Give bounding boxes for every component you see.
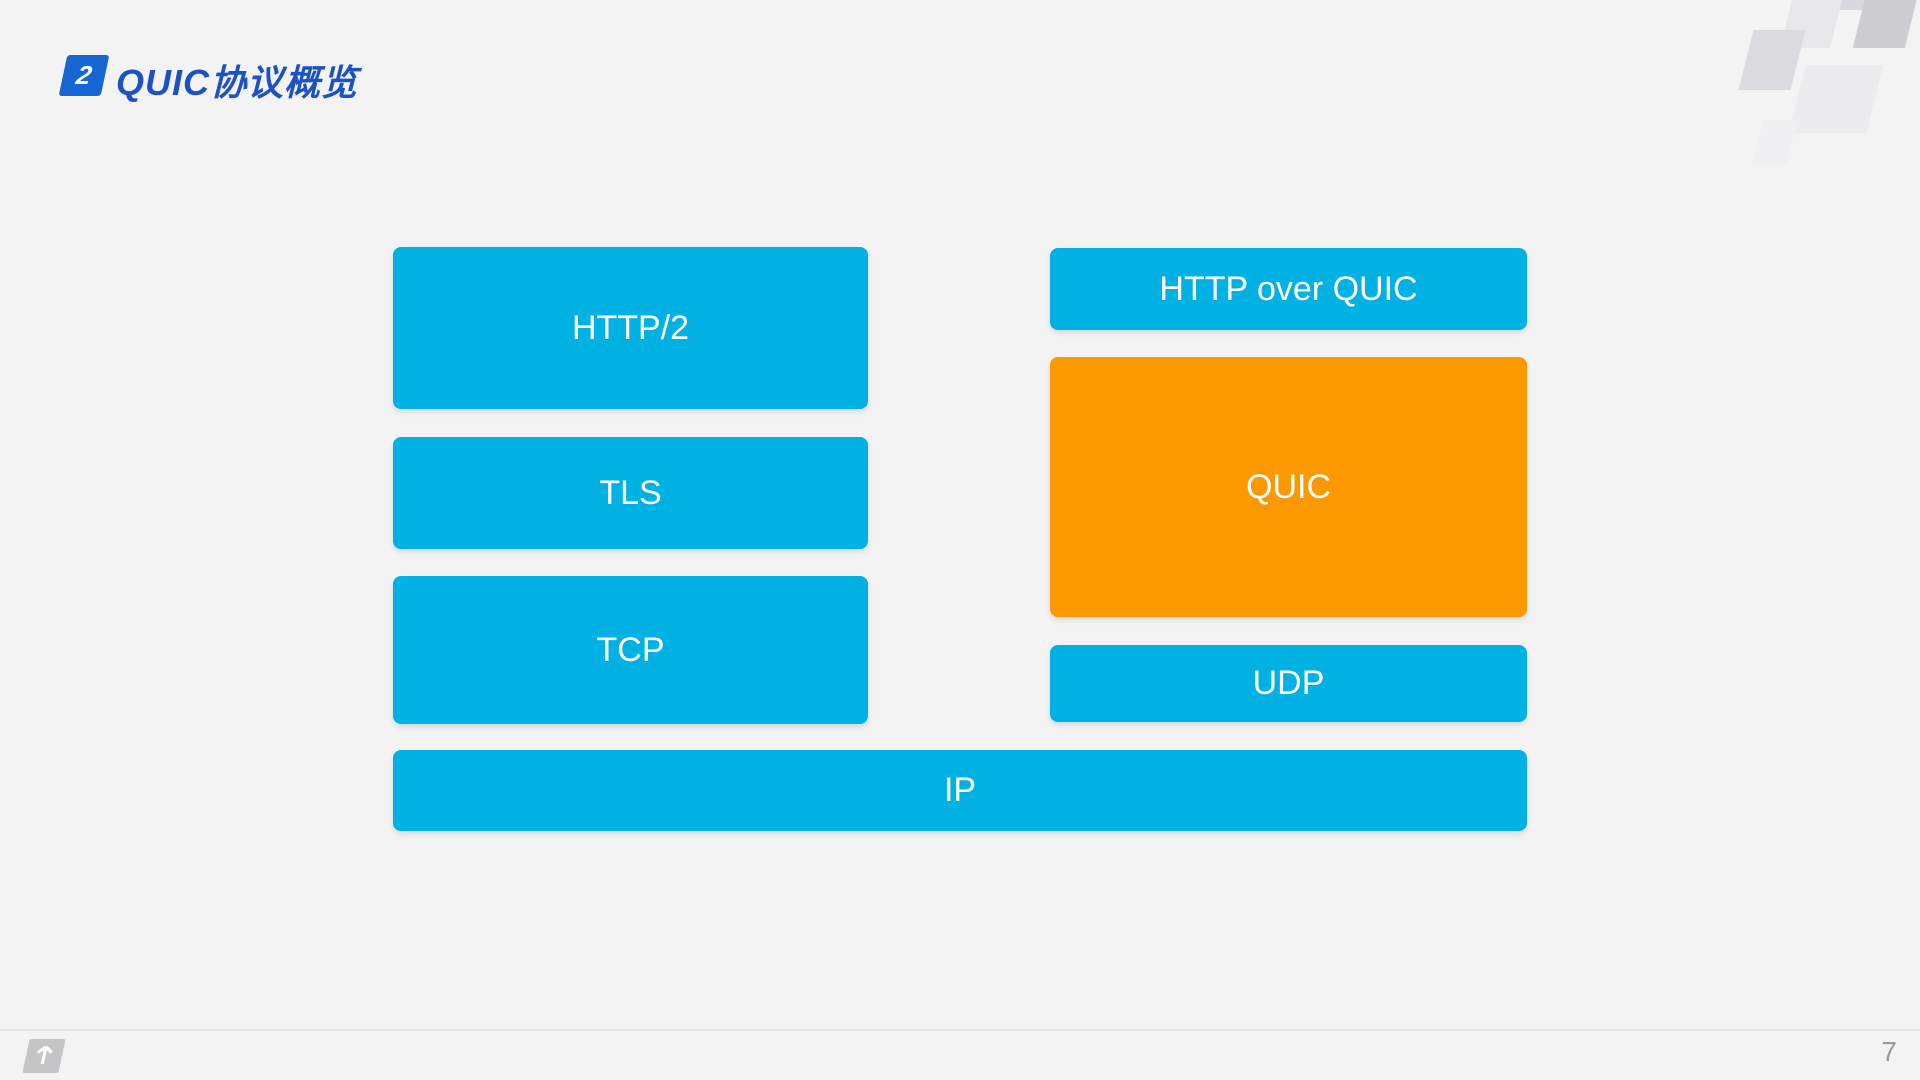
- box-ip: IP: [393, 750, 1527, 831]
- box-tcp: TCP: [393, 576, 868, 724]
- box-label: HTTP over QUIC: [1159, 269, 1418, 308]
- box-quic: QUIC: [1050, 357, 1527, 617]
- box-label: QUIC: [1246, 467, 1331, 506]
- decorative-square: [1788, 65, 1884, 133]
- box-label: TCP: [596, 630, 665, 669]
- box-tls: TLS: [393, 437, 868, 549]
- up-arrow-icon: [31, 1043, 57, 1070]
- decorative-square: [1852, 0, 1920, 48]
- slide-title: QUIC协议概览: [116, 62, 359, 103]
- box-label: HTTP/2: [571, 308, 690, 347]
- box-http2: HTTP/2: [393, 247, 868, 409]
- box-http-over-quic: HTTP over QUIC: [1050, 248, 1527, 330]
- box-label: UDP: [1252, 664, 1325, 702]
- footer-divider: [0, 1029, 1920, 1031]
- logo-icon: [22, 1039, 66, 1073]
- box-label: IP: [943, 771, 977, 809]
- section-number-badge: 2: [58, 55, 110, 96]
- section-number: 2: [73, 60, 95, 90]
- box-label: TLS: [599, 473, 662, 512]
- decorative-square: [1738, 30, 1806, 90]
- decorative-square: [1752, 120, 1798, 165]
- page-number: 7: [1881, 1036, 1897, 1067]
- box-udp: UDP: [1050, 645, 1527, 722]
